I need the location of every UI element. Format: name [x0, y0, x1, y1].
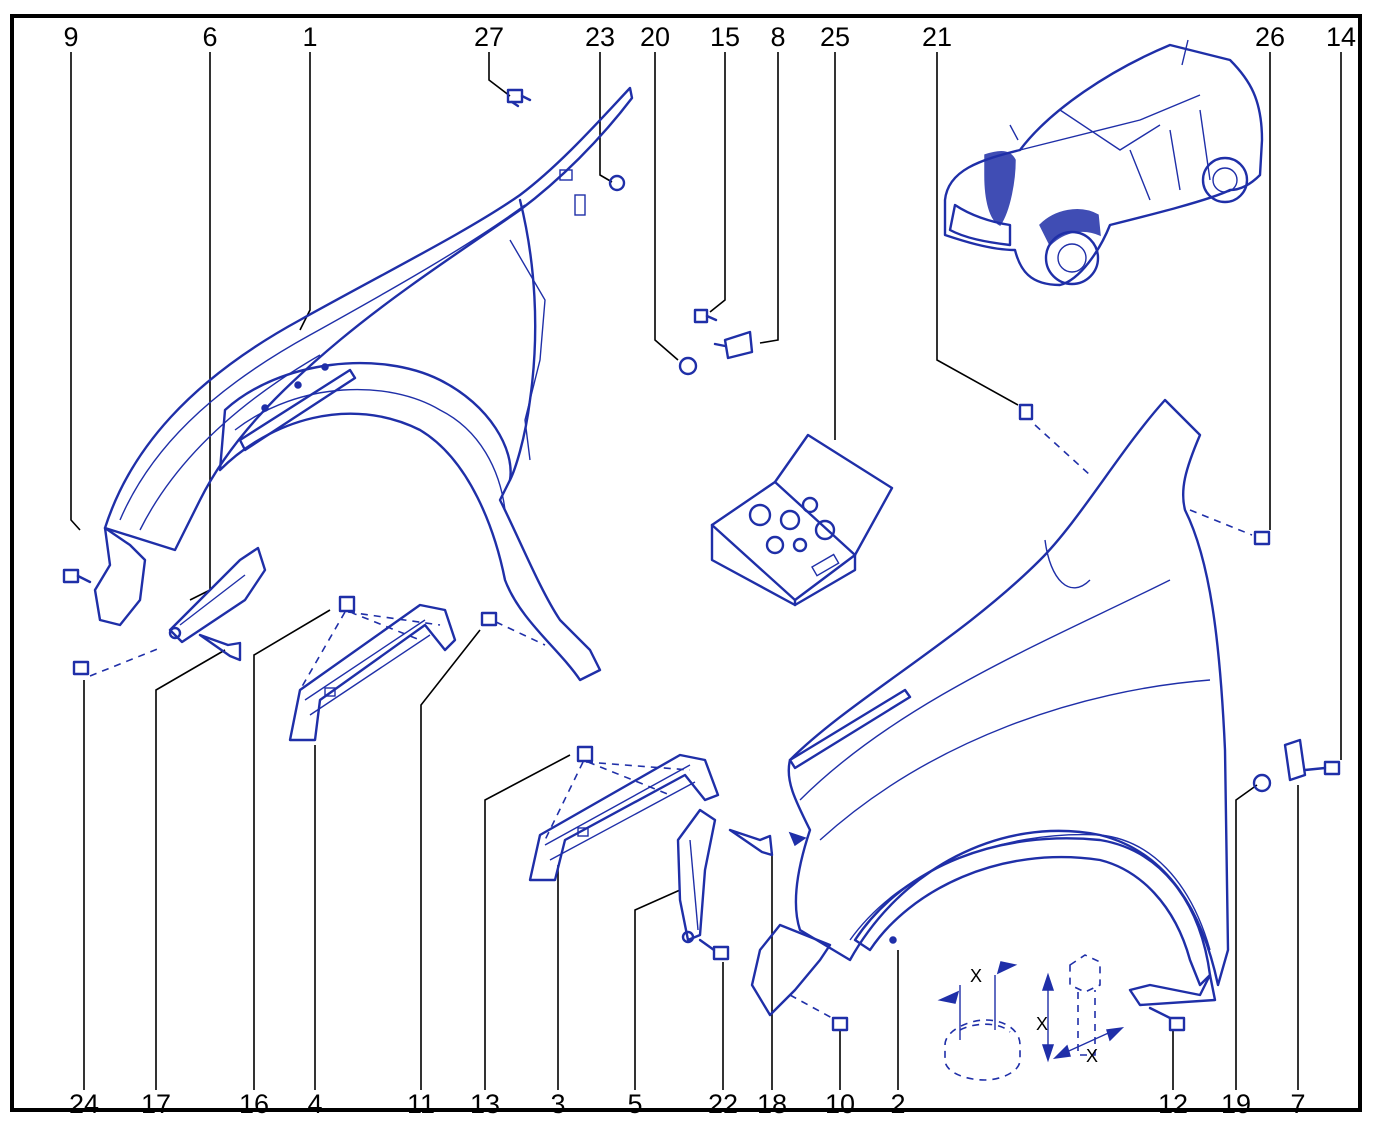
bracket-3: [528, 753, 720, 882]
dimension-mark: X: [970, 966, 982, 986]
callout-label: 3: [550, 1089, 566, 1119]
dimension-mark: X: [1036, 1014, 1048, 1034]
bracket-8: [713, 330, 754, 360]
callout-label: 24: [68, 1089, 100, 1119]
nut-23: [608, 174, 626, 192]
bolt-15: [693, 308, 718, 324]
callout-label: 6: [202, 22, 218, 52]
bolt-13: [544, 745, 691, 841]
nut-19: [1252, 773, 1272, 793]
clip-kit-box: [710, 433, 894, 607]
bracket-5: [676, 808, 717, 944]
callout-label: 12: [1157, 1089, 1189, 1119]
callout-label: 9: [63, 22, 79, 52]
callout-label: 1: [302, 22, 318, 52]
rivet-18: [728, 828, 807, 857]
callout-label: 4: [307, 1089, 323, 1119]
fender-right: [750, 398, 1230, 1017]
dimension-mark: X: [1086, 1046, 1098, 1066]
bolt-22: [698, 938, 730, 961]
bolt-12: [1148, 1006, 1186, 1032]
callout-label: 18: [756, 1089, 788, 1119]
callout-label: 21: [921, 22, 953, 52]
callout-label: 25: [819, 22, 851, 52]
callout-label: 17: [140, 1089, 172, 1119]
callout-label: 22: [707, 1089, 739, 1119]
rivet-17: [198, 633, 242, 662]
callout-label: 10: [824, 1089, 856, 1119]
callout-label: 15: [709, 22, 741, 52]
bolt-24: [72, 647, 161, 677]
callout-label: 27: [473, 22, 505, 52]
callout-label: 2: [890, 1089, 906, 1119]
bolt-9: [62, 568, 92, 584]
callout-label: 26: [1254, 22, 1286, 52]
callout-label: 14: [1325, 22, 1357, 52]
bolt-dimension-sketch: X X X: [937, 954, 1125, 1081]
leader-lines: [70, 52, 1342, 1090]
bolt-11: [480, 611, 546, 646]
bolt-16: [299, 595, 441, 691]
callout-label: 8: [770, 22, 786, 52]
fasteners: [62, 88, 1341, 1032]
callout-label: 13: [469, 1089, 501, 1119]
vehicle-thumbnail: [943, 39, 1264, 287]
callout-label: 20: [639, 22, 671, 52]
callout-label: 19: [1220, 1089, 1252, 1119]
nut-20: [678, 356, 698, 376]
bolt-26: [1189, 509, 1271, 546]
bolt-27: [506, 88, 532, 108]
callout-label: 16: [238, 1089, 270, 1119]
callout-label: 5: [627, 1089, 643, 1119]
bracket-6: [168, 546, 267, 644]
bolt-10: [789, 994, 849, 1032]
bolt-14: [1303, 760, 1341, 776]
callout-label: 7: [1290, 1089, 1306, 1119]
fender-left: [93, 86, 634, 682]
callout-label: 23: [584, 22, 616, 52]
bolt-21: [1018, 403, 1091, 476]
bracket-7: [1283, 738, 1307, 782]
callout-label: 11: [406, 1089, 436, 1119]
bracket-4: [288, 603, 457, 742]
